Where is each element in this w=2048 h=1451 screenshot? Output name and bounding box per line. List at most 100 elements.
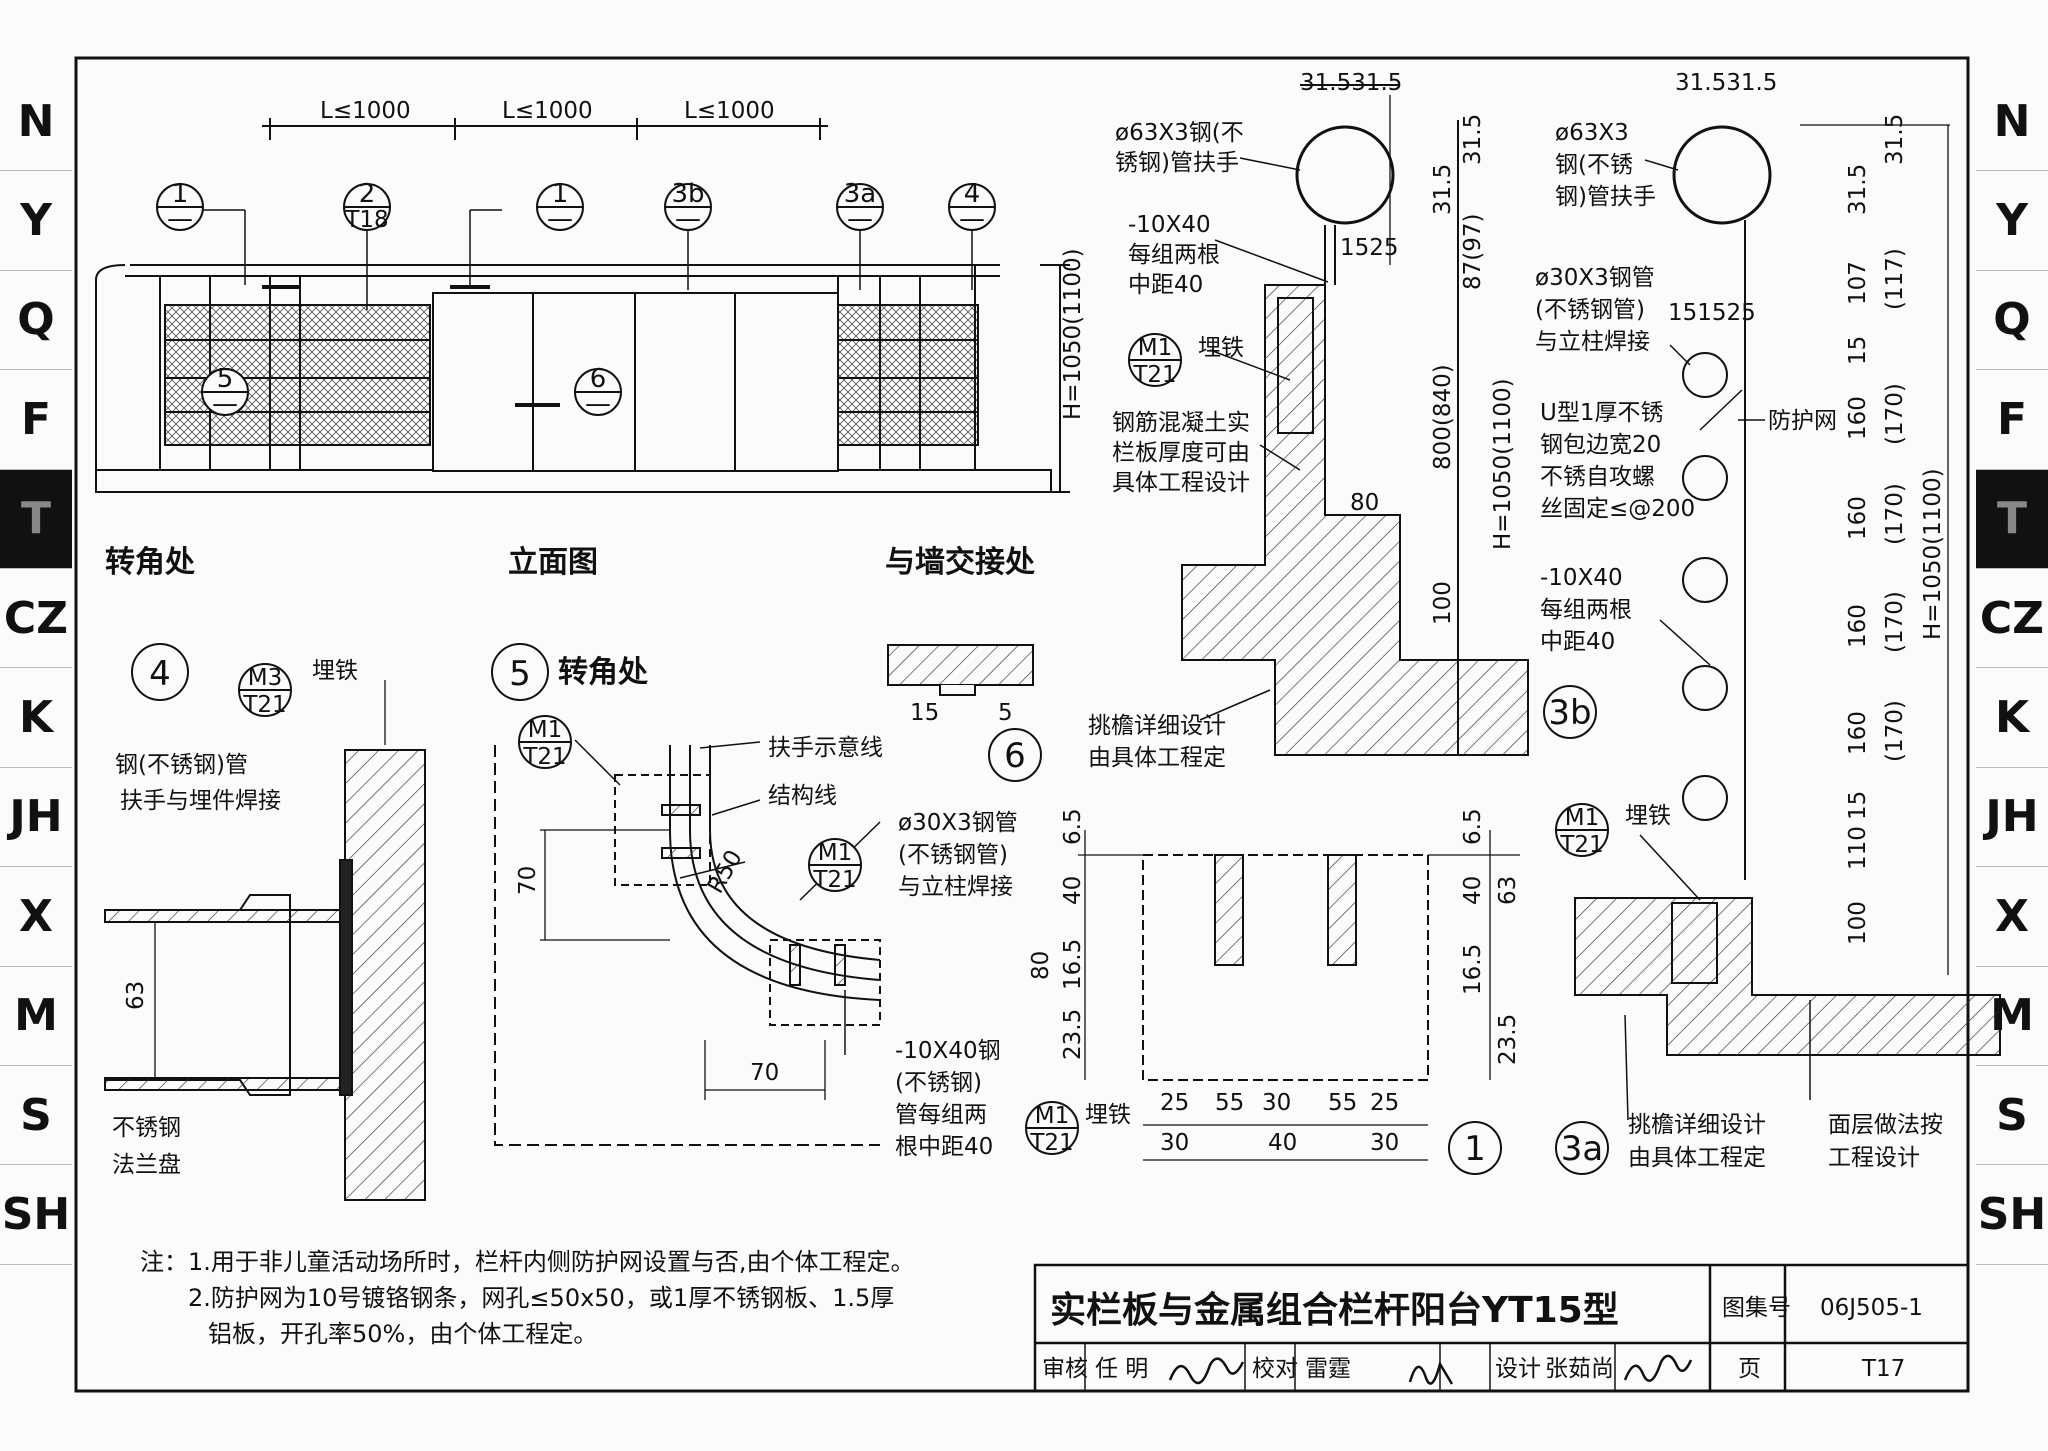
d3a-dim-15b: 15 xyxy=(1845,791,1871,820)
d3a-embed-bottom: T21 xyxy=(1559,832,1603,858)
tab-cz[interactable]: CZ xyxy=(1976,569,2048,669)
reviewer-signature xyxy=(1168,1357,1245,1385)
marker-3a-bottom: — xyxy=(847,204,873,234)
d1-right-65: 6.5 xyxy=(1460,808,1486,845)
tab-sh[interactable]: SH xyxy=(0,1165,72,1265)
tab-jh[interactable]: JH xyxy=(1976,768,2048,868)
d1-b2-40: 40 xyxy=(1268,1130,1297,1156)
marker-4-top: 4 xyxy=(964,179,981,209)
d3a-u-1: U型1厚不锈 xyxy=(1540,400,1663,426)
d1-b1-25a: 25 xyxy=(1160,1090,1189,1116)
d3a-dim-160a: 160 xyxy=(1845,396,1871,440)
tab-k[interactable]: K xyxy=(0,668,72,768)
marker-5-top: 5 xyxy=(217,364,234,394)
d1-left-65: 6.5 xyxy=(1060,808,1086,845)
designer-signature xyxy=(1623,1354,1693,1382)
tab-f[interactable]: F xyxy=(1976,370,2048,470)
d1-b2-30a: 30 xyxy=(1160,1130,1189,1156)
d4-pipe-2: 扶手与埋件焊接 xyxy=(120,788,281,814)
d3b-eave-1: 挑檐详细设计 xyxy=(1088,713,1226,739)
marker-1-bottom: — xyxy=(167,204,193,234)
title-block xyxy=(1033,1263,1970,1393)
tab-x[interactable]: X xyxy=(0,867,72,967)
marker-2-bottom: T18 xyxy=(344,207,388,233)
d3a-dim-31a: 31.5 xyxy=(1845,164,1871,215)
marker-1b-bottom: — xyxy=(547,204,573,234)
d5-struct-line: 结构线 xyxy=(768,783,837,809)
d5-flat-2: (不锈钢) xyxy=(895,1070,982,1096)
d3b-slab-3: 具体工程设计 xyxy=(1112,470,1250,496)
tab-x[interactable]: X xyxy=(1976,867,2048,967)
d3a-pipe-1: ø30X3钢管 xyxy=(1535,265,1655,291)
atlas-label: 图集号 xyxy=(1722,1295,1791,1321)
tab-n[interactable]: N xyxy=(1976,72,2048,172)
d3a-handrail-1: ø63X3 xyxy=(1555,120,1629,146)
d3a-mesh-label: 防护网 xyxy=(1768,408,1837,434)
d3a-dim-160b: 160 xyxy=(1845,496,1871,540)
d3b-dim-height: H=1050(1100) xyxy=(1490,378,1516,550)
d5-pipe-1: ø30X3钢管 xyxy=(898,810,1018,836)
note-2: 2.防护网为10号镀铬钢条，网孔≤50x50，或1厚不锈钢板、1.5厚 xyxy=(188,1284,895,1312)
detail-3a-number: 3a xyxy=(1561,1129,1603,1169)
d3b-embed-top: M1 xyxy=(1138,335,1172,361)
detail-3b-number: 3b xyxy=(1548,693,1591,733)
tab-y[interactable]: Y xyxy=(1976,171,2048,271)
detail-3a-leaders xyxy=(1624,159,1811,1121)
d1-left-80: 80 xyxy=(1028,951,1054,980)
detail-3a-section xyxy=(1574,124,2001,1056)
dim-l1: L≤1000 xyxy=(320,98,411,124)
d5-flat-3: 管每组两 xyxy=(895,1102,987,1128)
tab-t[interactable]: T xyxy=(1976,469,2048,569)
d1-b1-30: 30 xyxy=(1262,1090,1291,1116)
d3b-slab-1: 钢筋混凝土实 xyxy=(1112,410,1250,436)
tab-f[interactable]: F xyxy=(0,370,72,470)
checker-name: 雷霆 xyxy=(1305,1356,1351,1382)
tab-m[interactable]: M xyxy=(0,967,72,1066)
d3b-flat-1: -10X40 xyxy=(1128,212,1211,238)
mesh-panel-right xyxy=(837,304,979,446)
tab-sh[interactable]: SH xyxy=(1976,1165,2048,1265)
d1-embed-bottom: T21 xyxy=(1029,1130,1073,1156)
tab-q[interactable]: Q xyxy=(1976,271,2048,371)
d3a-u-4: 丝固定≤@200 xyxy=(1540,496,1695,522)
marker-2-top: 2 xyxy=(359,179,376,209)
tab-s[interactable]: S xyxy=(0,1066,72,1166)
d3a-top-dim: 31.531.5 xyxy=(1675,70,1777,96)
d4-pipe-1: 钢(不锈钢)管 xyxy=(115,752,248,778)
tab-cz[interactable]: CZ xyxy=(0,569,72,669)
tab-q[interactable]: Q xyxy=(0,271,72,371)
tab-t[interactable]: T xyxy=(0,469,72,569)
tab-y[interactable]: Y xyxy=(0,171,72,271)
d3b-dim-1525: 1525 xyxy=(1340,235,1399,261)
d3a-eave-1: 挑檐详细设计 xyxy=(1628,1112,1766,1138)
checker-signature xyxy=(1408,1360,1454,1385)
d4-dim-63: 63 xyxy=(123,981,149,1010)
detail-4-wall-junction xyxy=(104,643,426,1201)
d5-flat-4: 根中距40 xyxy=(895,1134,993,1160)
tab-jh[interactable]: JH xyxy=(0,768,72,868)
dim-l2: L≤1000 xyxy=(502,98,593,124)
d3a-dim-100: 100 xyxy=(1845,901,1871,945)
d5-embed-top: M1 xyxy=(528,717,562,743)
tab-n[interactable]: N xyxy=(0,72,72,172)
d5-dim-70v: 70 xyxy=(515,866,541,895)
tab-s[interactable]: S xyxy=(1976,1066,2048,1166)
marker-3b-bottom: — xyxy=(675,204,701,234)
d3a-dim-117: (117) xyxy=(1882,248,1908,310)
tab-k[interactable]: K xyxy=(1976,668,2048,768)
d4-embed-label: 埋铁 xyxy=(312,658,358,684)
d3b-dim-31a: 31.5 xyxy=(1430,164,1456,215)
detail-3b-leaders xyxy=(1199,157,1329,721)
d5-pipe-3: 与立柱焊接 xyxy=(898,874,1013,900)
d3a-embed-label: 埋铁 xyxy=(1625,803,1671,829)
d3a-dim-170a: (170) xyxy=(1882,383,1908,445)
label-corner: 转角处 xyxy=(105,545,195,580)
d3a-dim-110: 110 xyxy=(1845,826,1871,870)
note-3: 铝板，开孔率50%，由个体工程定。 xyxy=(208,1320,598,1348)
d3a-finish-2: 工程设计 xyxy=(1828,1145,1920,1171)
d4-embed-bottom: T21 xyxy=(242,692,286,718)
d5-dim-70h: 70 xyxy=(750,1060,779,1086)
detail-5-title: 转角处 xyxy=(558,655,648,690)
note-1: 注：1.用于非儿童活动场所时，栏杆内侧防护网设置与否,由个体工程定。 xyxy=(140,1248,915,1276)
marker-5-bottom: — xyxy=(212,389,238,419)
